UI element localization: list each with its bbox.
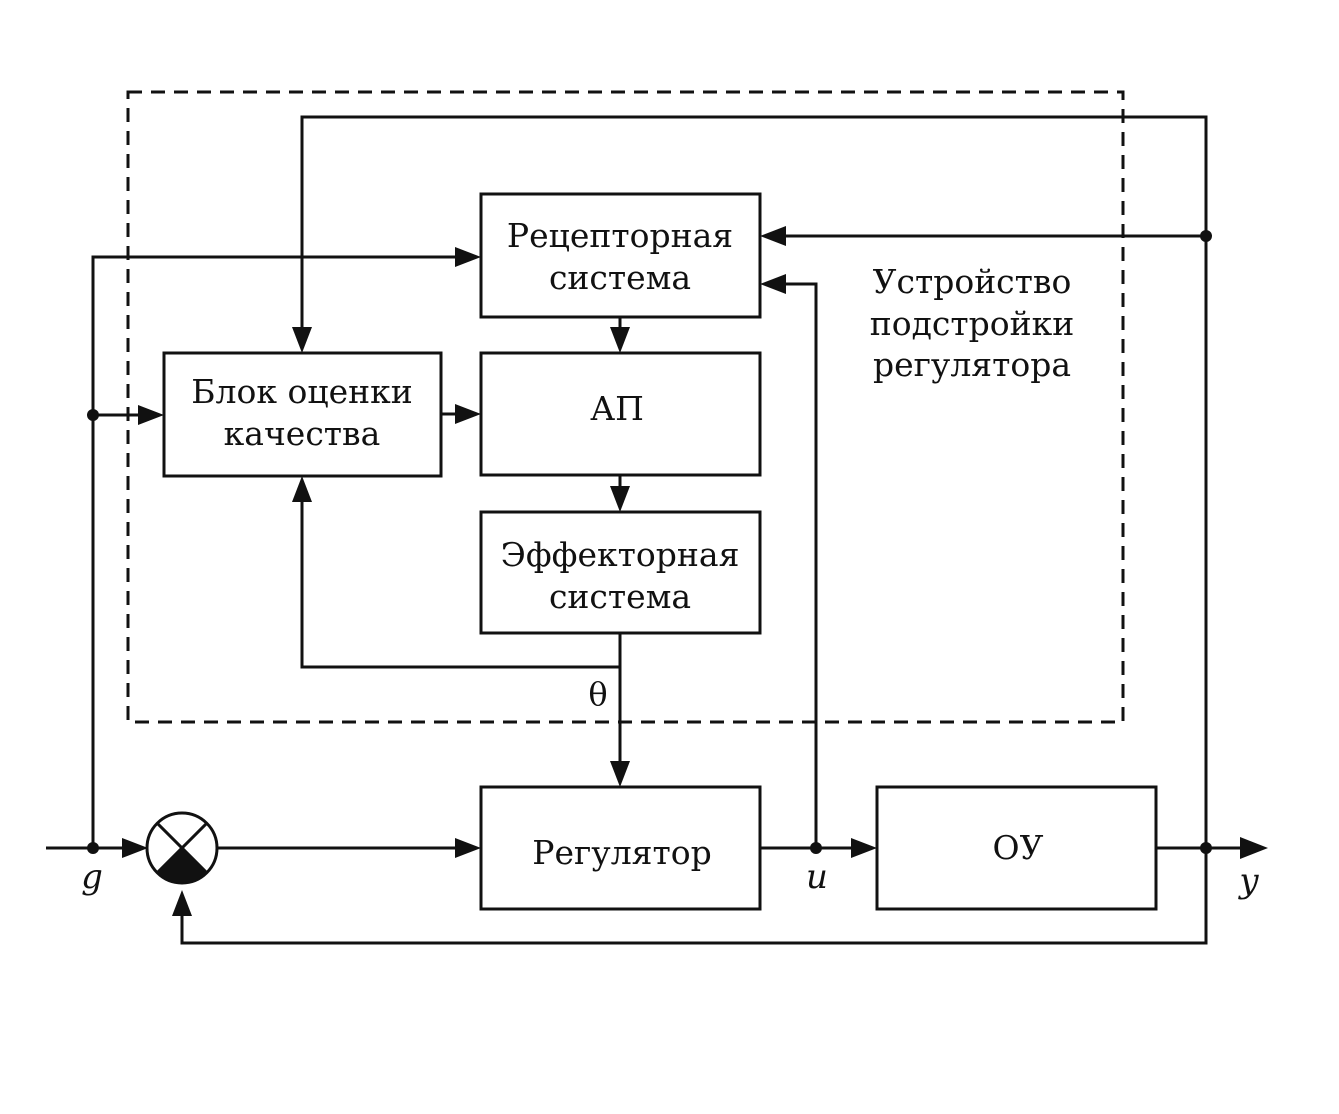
- wire-theta-to-quality: [300, 496, 620, 669]
- block-quality: Блок оценки качества: [162, 351, 443, 478]
- arrow-into-comparator-feedback: [172, 890, 192, 916]
- block-receptor-label-line-2: система: [549, 258, 691, 297]
- tuning-device-caption-line-1: Устройство: [873, 262, 1072, 301]
- arrow-into-quality-bottom: [292, 476, 312, 502]
- block-effector-label-line-1: Эффекторная: [501, 535, 740, 574]
- block-quality-box: [162, 351, 443, 478]
- arrow-into-regulator-theta: [610, 761, 630, 787]
- arrow-into-ap-from-quality: [455, 404, 481, 424]
- arrow-into-effector: [610, 486, 630, 512]
- junctions: [87, 230, 1212, 854]
- block-regulator-box: [479, 785, 762, 911]
- junction-g-quality: [87, 409, 99, 421]
- signal-label-y: y: [1237, 861, 1259, 901]
- arrow-into-quality-g: [138, 405, 164, 425]
- arrow-into-receptor-y: [760, 226, 786, 246]
- arrow-into-quality-top: [292, 327, 312, 353]
- junction-u: [810, 842, 822, 854]
- comparator: [145, 811, 219, 885]
- wire-g-to-receptor: [91, 255, 460, 848]
- block-plant-label: ОУ: [993, 828, 1044, 867]
- comparator-cross-2: [156, 822, 208, 874]
- block-ap-label: АП: [590, 389, 644, 428]
- block-receptor-label-line-1: Рецепторная: [507, 216, 733, 255]
- signal-label-g: g: [81, 857, 103, 897]
- junction-g-main: [87, 842, 99, 854]
- tuning-device-boundary: [126, 90, 1125, 724]
- junction-y-receptor: [1200, 230, 1212, 242]
- signal-label-u: u: [806, 857, 828, 897]
- block-effector: Эффекторная система: [479, 510, 762, 635]
- block-receptor-box: [479, 192, 762, 319]
- wire-output-feedback: [180, 848, 1208, 945]
- block-ap-box: [479, 351, 762, 477]
- block-plant: ОУ: [875, 785, 1158, 911]
- block-effector-box: [479, 510, 762, 635]
- block-effector-label-line-2: система: [549, 577, 691, 616]
- wire-u-to-receptor: [780, 282, 818, 848]
- arrow-into-ap-from-receptor: [610, 327, 630, 353]
- junction-y: [1200, 842, 1212, 854]
- arrow-into-receptor-g: [455, 247, 481, 267]
- block-regulator-label: Регулятор: [532, 833, 711, 872]
- arrow-into-comparator: [122, 838, 148, 858]
- block-ap: АП: [479, 351, 762, 477]
- block-quality-label-line-2: качества: [224, 414, 381, 453]
- arrow-into-receptor-u: [760, 274, 786, 294]
- block-receptor: Рецепторная система: [479, 192, 762, 319]
- arrowheads: [122, 226, 1268, 916]
- arrow-into-regulator: [455, 838, 481, 858]
- signal-label-theta: θ: [588, 675, 607, 713]
- tuning-device-caption: Устройство подстройки регулятора: [870, 262, 1075, 384]
- wire-output-to-quality: [300, 115, 1208, 848]
- block-plant-box: [875, 785, 1158, 911]
- block-regulator: Регулятор: [479, 785, 762, 911]
- comparator-negative-sector: [157, 848, 207, 883]
- tuning-device-caption-line-3: регулятора: [873, 345, 1071, 384]
- arrow-into-plant: [851, 838, 877, 858]
- block-quality-label-line-1: Блок оценки: [191, 372, 412, 411]
- tuning-device-caption-line-2: подстройки: [870, 304, 1075, 343]
- arrow-output: [1240, 837, 1268, 859]
